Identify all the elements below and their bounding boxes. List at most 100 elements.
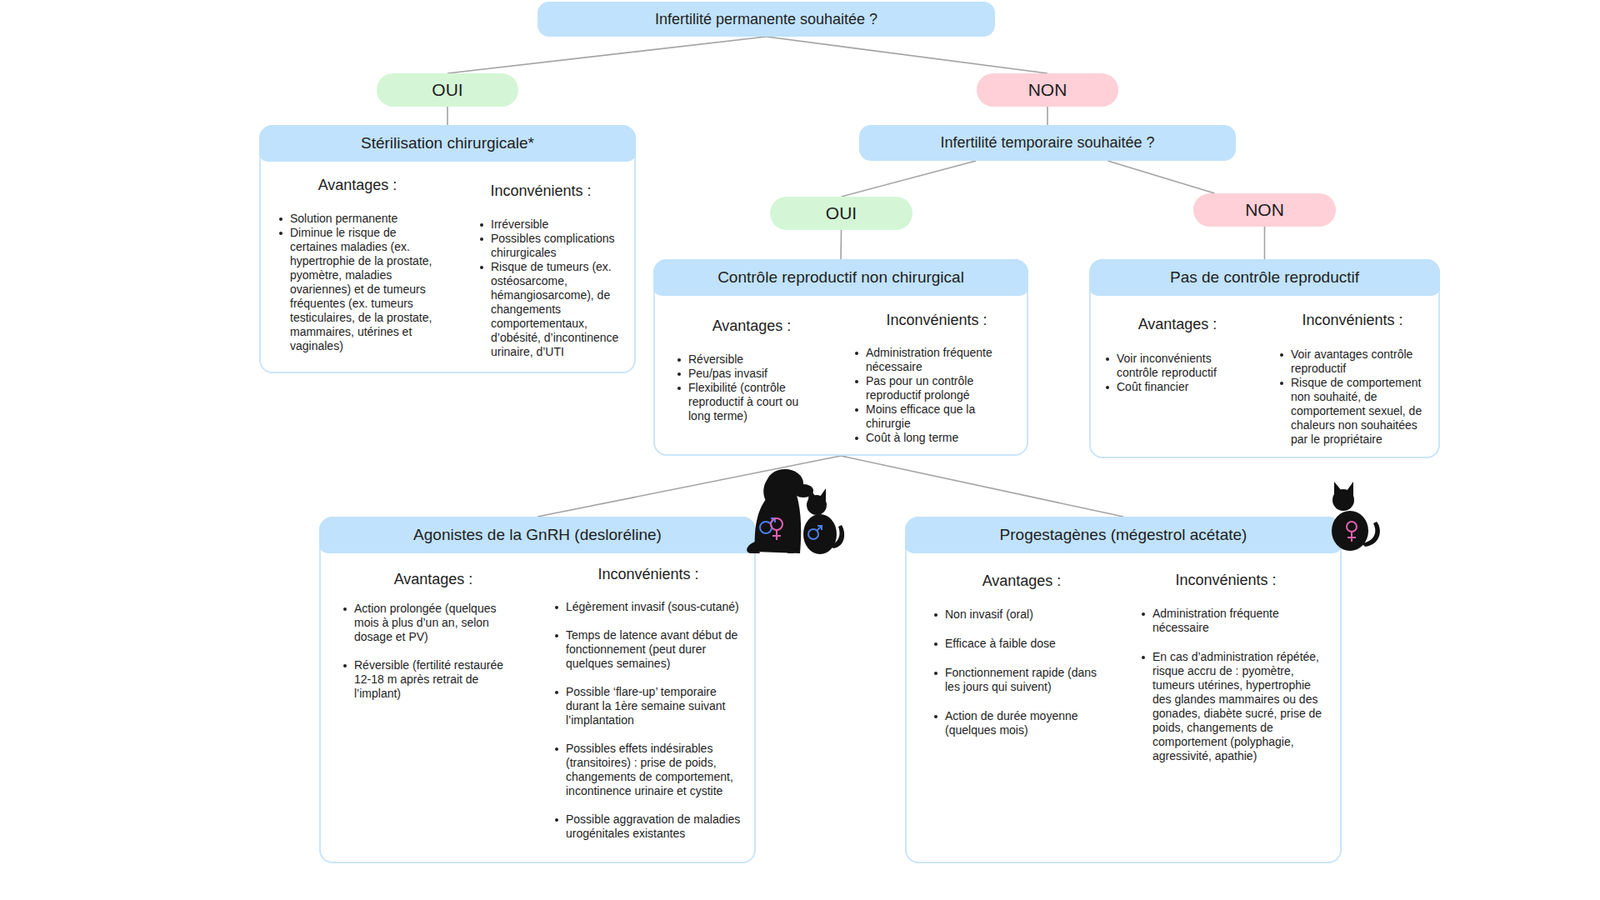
column-heading: Inconvénients : [556, 565, 740, 584]
bullet-dot [343, 664, 347, 668]
bullet-list: Administration fréquente nécessaire En ca… [1141, 606, 1330, 779]
bullet-dot [279, 231, 283, 235]
item-text: Coût financier [1116, 380, 1189, 394]
bullet-dot [934, 715, 938, 719]
bullet-list: Voir avantages contrôle reproductifRisqu… [1280, 347, 1435, 447]
item-text: Risque de tumeurs (ex. ostéosarcome, hém… [490, 260, 619, 359]
question-text: Infertilité temporaire souhaitée ? [940, 134, 1155, 152]
item-text: Réversible [688, 352, 744, 366]
connector-line [1046, 106, 1049, 125]
bullet-item: Diminue le risque de certaines maladies … [279, 225, 438, 354]
bullet-item: Voir inconvénients contrôle reproductif [1105, 351, 1250, 380]
connector [766, 36, 1049, 74]
bullet-item: Efficace à faible dose [934, 636, 1110, 651]
answer-text: OUI [431, 80, 463, 100]
column-heading: Inconvénients : [449, 181, 633, 200]
item-text: Efficace à faible dose [945, 636, 1056, 650]
answer-pill: NON [1193, 193, 1336, 227]
item-text: Possibles effets indésirables (transitoi… [565, 741, 734, 798]
bullet-dot [555, 690, 559, 695]
connector [840, 230, 843, 260]
item-text: Diminue le risque de certaines maladies … [290, 225, 432, 353]
box-header: Agonistes de la GnRH (desloréline) [319, 516, 756, 554]
bullet-list: Solution permanenteDiminue le risque de … [279, 211, 438, 354]
connector-line [766, 36, 1049, 74]
item-text: Voir inconvénients contrôle reproductif [1116, 351, 1217, 380]
item-text: Temps de latence avant début de fonction… [565, 628, 738, 670]
option-box: Stérilisation chirurgicale* Avantages : So… [259, 125, 636, 374]
item-text: Peu/pas invasif [688, 366, 768, 380]
box-title: Stérilisation chirurgicale* [360, 134, 535, 153]
item-text: Flexibilité (contrôle reproductif à cour… [688, 380, 799, 423]
column-heading: Inconvénients : [1260, 310, 1445, 330]
connector-line [446, 106, 449, 125]
item-text: Irréversible [490, 217, 549, 231]
column-heading: Avantages : [341, 570, 525, 589]
item-text: Solution permanente [290, 211, 398, 225]
bullet-item: Flexibilité (contrôle reproductif à cour… [677, 380, 824, 424]
cat-silhouette [803, 488, 845, 555]
column-heading: Avantages : [1085, 315, 1270, 334]
bullet-list: Action prolongée (quelques mois à plus d… [343, 601, 515, 715]
bullet-list: IrréversiblePossibles complications chir… [480, 217, 630, 360]
bullet-dot [555, 605, 559, 610]
item-text: Administration fréquente nécessaire [1152, 606, 1280, 635]
item-text: Possible aggravation de maladies urogéni… [565, 812, 740, 840]
connector [1107, 160, 1215, 194]
bullet-dot [555, 818, 559, 822]
bullet-item: Légèrement invasif (sous-cutané) [555, 600, 749, 615]
bullet-dot [855, 436, 859, 440]
bullet-item: Possibles effets indésirables (transitoi… [555, 741, 749, 799]
box-title: Contrôle reproductif non chirurgical [717, 268, 965, 287]
item-text: Administration fréquente nécessaire [865, 345, 993, 374]
bullet-item: Réversible (fertilité restaurée 12-18 m … [343, 658, 515, 701]
bullet-item: Action de durée moyenne (quelques mois) [934, 709, 1110, 738]
bullet-dot [934, 671, 938, 675]
option-box: Contrôle reproductif non chirurgicalAvan… [653, 259, 1029, 456]
column-heading: Avantages : [660, 316, 844, 335]
bullet-dot [1141, 612, 1145, 616]
bullet-dot [279, 217, 283, 221]
bullet-item: Solution permanente [279, 211, 438, 226]
bullet-item: Fonctionnement rapide (dans les jours qu… [934, 665, 1110, 695]
bullet-dot [677, 386, 681, 390]
item-text: Moins efficace que la chirurgie [865, 402, 975, 430]
bullet-item: Peu/pas invasif [677, 366, 824, 381]
connector-line [841, 160, 977, 197]
column-heading: Avantages : [265, 175, 450, 195]
answer-pill: OUI [376, 73, 519, 107]
option-box: Agonistes de la GnRH (desloréline) Avanta… [319, 516, 756, 864]
bullet-item: Action prolongée (quelques mois à plus d… [343, 601, 515, 645]
option-box: Progestagènes (mégestrol acétate)Avantag… [905, 516, 1342, 864]
bullet-item: Coût financier [1105, 380, 1250, 395]
bullet-item: Risque de comportement non souhaité, de … [1280, 375, 1435, 447]
bullet-dot [1105, 385, 1110, 390]
bullet-list: Légèrement invasif (sous-cutané) Temps de… [555, 600, 749, 855]
connector-line [840, 455, 1124, 517]
item-text: En cas d’administration répétée, risque … [1152, 650, 1322, 763]
bullet-list: Non invasif (oral)Efficace à faible dose… [934, 607, 1110, 753]
question-text: Infertilité permanente souhaitée ? [655, 10, 878, 29]
bullet-dot [1280, 381, 1284, 385]
bullet-item: Administration fréquente nécessaire [855, 345, 1022, 375]
box-header: Contrôle reproductif non chirurgical [653, 259, 1029, 296]
bullet-item: Coût à long terme [855, 430, 1022, 445]
bullet-item: Possibles complications chirurgicales [480, 231, 630, 260]
column-heading: Inconvénients : [1134, 570, 1318, 590]
bullet-item: En cas d’administration répétée, risque … [1141, 650, 1330, 764]
item-text: Action de durée moyenne (quelques mois) [945, 709, 1079, 737]
bullet-dot [677, 358, 681, 362]
bullet-item: Voir avantages contrôle reproductif [1280, 347, 1435, 376]
bullet-dot [555, 634, 559, 638]
connector-line [840, 230, 842, 260]
bullet-dot [855, 408, 859, 412]
connector [840, 455, 1124, 517]
connector [1264, 226, 1265, 260]
item-text: Réversible (fertilité restaurée 12-18 m … [354, 658, 504, 700]
item-text: Voir avantages contrôle reproductif [1290, 347, 1413, 375]
bullet-item: Pas pour un contrôle reproductif prolong… [855, 374, 1022, 403]
connector-line [447, 36, 767, 74]
connector [841, 160, 977, 197]
question-box: Infertilité permanente souhaitée ? [537, 1, 995, 37]
